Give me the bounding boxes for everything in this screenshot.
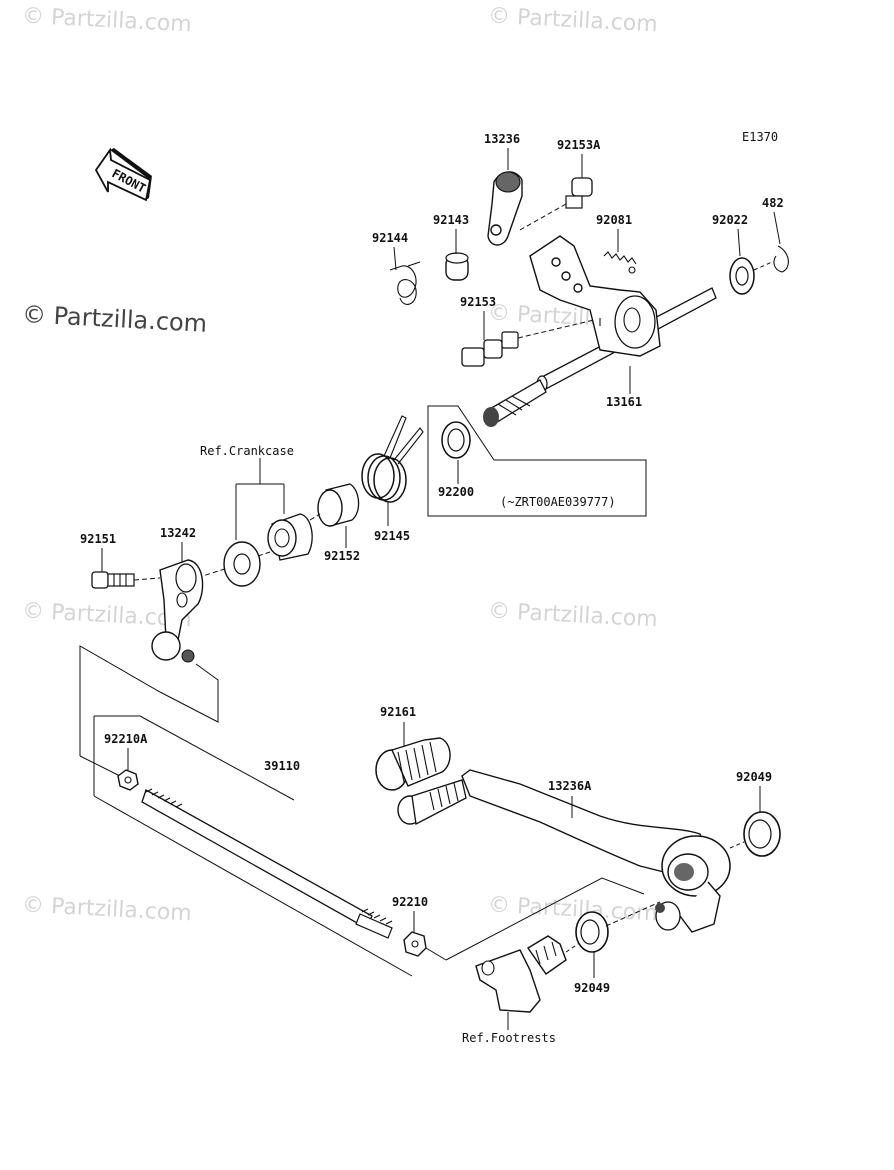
label-92049-bottom: 92049 [574,981,610,995]
needle-bearing [267,513,313,561]
label-13242: 13242 [160,526,196,540]
washer-92049-top [743,811,781,857]
label-92153A: 92153A [557,138,601,152]
label-92081: 92081 [596,213,632,227]
shift-mechanism-arm [529,235,661,357]
arm-13236 [487,171,523,246]
label-92143: 92143 [433,213,469,227]
tie-rod-39110 [141,788,393,939]
bolt-92153 [461,331,519,367]
part-labels: 13236 92153A 92143 92081 92022 482 92144… [80,132,784,1045]
washer-92022 [729,257,755,295]
serial-note-box: (~ZRT00AE039777) [427,405,647,517]
diagram-code: E1370 [742,130,778,144]
label-482: 482 [762,196,784,210]
spring-92145 [361,415,424,503]
tie-rod-bracket [79,645,413,977]
pedal-rubber-92161 [375,737,451,791]
oil-seal [223,541,261,587]
ref-footrests-label: Ref.Footrests [462,1031,556,1045]
washer-92049-bottom [575,911,609,953]
label-92210A: 92210A [104,732,148,746]
label-13236A: 13236A [548,779,592,793]
collar-92152 [317,483,360,527]
front-arrow-icon: FRONT [94,147,152,202]
label-92151: 92151 [80,532,116,546]
collar-92143 [445,252,469,281]
label-13161: 13161 [606,395,642,409]
nut-92210A [117,769,139,791]
circlip-482 [773,245,789,273]
bolt-92153A [565,177,593,209]
serial-note: (~ZRT00AE039777) [500,495,616,509]
label-92161: 92161 [380,705,416,719]
shift-pedal-13236A [397,769,731,933]
spring-92144 [389,261,421,305]
ref-crankcase-bracket: Ref.Crankcase [200,444,294,540]
ref-crankcase-label: Ref.Crankcase [200,444,294,458]
label-39110: 39110 [264,759,300,773]
label-92144: 92144 [372,231,408,245]
spring-92081 [603,251,637,274]
nut-92210 [403,931,427,957]
label-13236: 13236 [484,132,520,146]
bolt-92151 [91,571,135,589]
label-92145: 92145 [374,529,410,543]
label-92049-top: 92049 [736,770,772,784]
lever-13242 [151,559,204,663]
label-92200: 92200 [438,485,474,499]
label-92210: 92210 [392,895,428,909]
label-92153: 92153 [460,295,496,309]
footrest-bracket [475,935,579,1013]
label-92022: 92022 [712,213,748,227]
label-92152: 92152 [324,549,360,563]
